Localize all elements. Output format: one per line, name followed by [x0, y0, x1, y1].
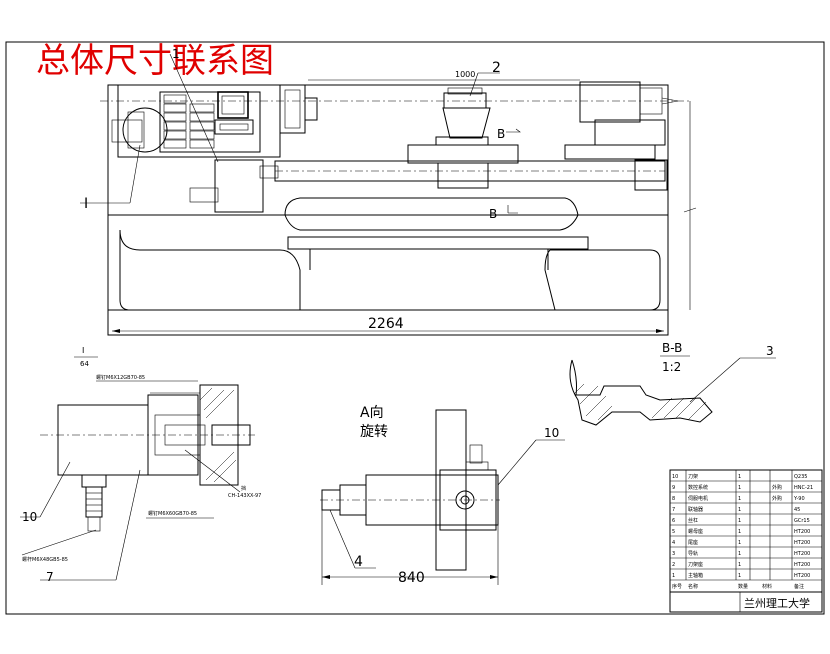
- callout-7: 7: [46, 570, 54, 584]
- parts-cell: HT200: [794, 573, 810, 579]
- title-block-school: 兰州理工大学: [744, 596, 810, 610]
- callout-4: 4: [354, 554, 363, 570]
- parts-cell: 8: [672, 496, 675, 502]
- section-mark-b-lower: B: [489, 207, 497, 221]
- parts-cell: 1: [738, 496, 741, 502]
- parts-cell: 1: [738, 573, 741, 579]
- part-label-3: 螺钉M6X60GB70-85: [148, 510, 197, 517]
- parts-cell: 9: [672, 485, 675, 491]
- parts-header-cell: 名称: [688, 583, 698, 590]
- parts-cell: 1: [738, 474, 741, 480]
- dim-2264: 2264: [368, 316, 404, 332]
- dim-840: 840: [398, 570, 425, 586]
- a-view-line2: 旋转: [360, 424, 388, 440]
- callout-2: 2: [492, 60, 501, 76]
- parts-cell: 联轴器: [688, 506, 703, 513]
- parts-cell: 5: [672, 529, 675, 535]
- parts-header-cell: 数量: [738, 583, 748, 590]
- part-label-1: 挡: [241, 485, 246, 492]
- section-label: B-B: [662, 341, 682, 355]
- section-mark-b-upper: B: [497, 127, 505, 141]
- parts-cell: HT200: [794, 529, 810, 535]
- parts-cell: 3: [672, 551, 675, 557]
- parts-cell: HNC-21: [794, 485, 813, 491]
- part-label-0: 螺钉M6X12GB70-85: [96, 374, 145, 381]
- parts-cell: 1: [738, 485, 741, 491]
- lathe-front-view: 1000 2264 B B: [100, 70, 697, 336]
- callout-3: 3: [766, 344, 774, 358]
- parts-cell: 刀架座: [688, 561, 703, 568]
- parts-cell: 1: [738, 518, 741, 524]
- control-panel-keys: [163, 94, 215, 149]
- part-label-2: CH-143XX-97: [228, 493, 261, 499]
- callout-8: 10: [22, 510, 37, 524]
- section-b-b: B-B 1:2 3: [569, 341, 776, 426]
- parts-cell: Q235: [794, 474, 807, 480]
- detail-i-view: I 64: [40, 346, 255, 532]
- parts-cell: 外购: [772, 495, 782, 502]
- parts-cell: 45: [794, 507, 800, 513]
- detail-label-bottom: 64: [80, 360, 89, 368]
- callout-10: 10: [544, 426, 559, 440]
- sheet-border: [5, 41, 825, 615]
- main-callouts: 1 2 I: [80, 47, 501, 212]
- callout-1: 1: [172, 47, 180, 61]
- parts-cell: Y-90: [793, 496, 805, 502]
- parts-cell: 1: [738, 529, 741, 535]
- parts-header-cell: 备注: [794, 583, 804, 590]
- parts-cell: GCr15: [794, 518, 810, 524]
- callout-i: I: [84, 196, 88, 212]
- parts-cell: 外购: [772, 484, 782, 491]
- parts-cell: 主轴箱: [688, 572, 703, 579]
- parts-cell: 刀架: [688, 474, 698, 480]
- parts-cell: 6: [672, 518, 675, 524]
- parts-cell: 4: [672, 540, 675, 546]
- parts-cell: 丝杠: [688, 517, 698, 524]
- parts-header-cell: 材料: [762, 583, 772, 590]
- parts-list-table: 10 刀架 1 Q235 9 数控系统 1 外购 HNC-21 8 伺服电机 1 外购 Y-90 7 联轴器 1…: [669, 469, 823, 613]
- parts-cell: 伺服电机: [688, 495, 708, 502]
- parts-cell: 1: [672, 573, 675, 579]
- a-view-line1: A向: [360, 405, 384, 421]
- drawing-title: 总体尺寸联系图: [36, 41, 274, 81]
- dim-1000: 1000: [455, 70, 475, 79]
- parts-header-cell: 序号: [672, 583, 682, 590]
- parts-cell: 10: [672, 474, 678, 480]
- a-view: A向 旋转 840 4 10: [320, 405, 565, 586]
- parts-cell: 螺母座: [688, 528, 703, 535]
- parts-cell: 1: [738, 562, 741, 568]
- parts-cell: HT200: [794, 562, 810, 568]
- parts-cell: HT200: [794, 540, 810, 546]
- parts-cell: 7: [672, 507, 675, 513]
- section-scale: 1:2: [662, 360, 681, 374]
- parts-cell: 1: [738, 507, 741, 513]
- parts-cell: 尾座: [688, 539, 698, 546]
- detail-i-labels: 螺钉M6X12GB70-85 挡 CH-143XX-97 螺钉M6X60GB70…: [20, 374, 261, 584]
- parts-cell: 2: [672, 562, 675, 568]
- parts-cell: 1: [738, 551, 741, 557]
- parts-cell: HT200: [794, 551, 810, 557]
- part-label-4: 螺杆M6X48GB5-85: [22, 556, 68, 563]
- parts-cell: 数控系统: [688, 484, 708, 491]
- detail-label-top: I: [82, 346, 84, 355]
- parts-cell: 导轨: [688, 550, 698, 557]
- parts-cell: 1: [738, 540, 741, 546]
